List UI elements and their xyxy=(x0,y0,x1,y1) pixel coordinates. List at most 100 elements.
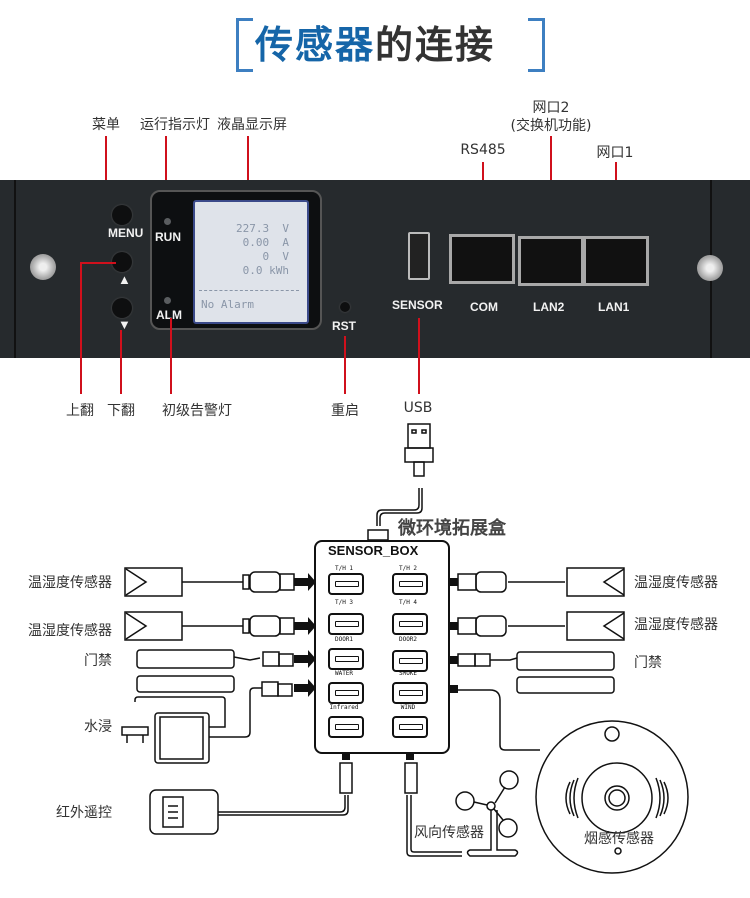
label-th-left-1: 温湿度传感器 xyxy=(28,575,112,591)
up-triangle-icon: ▲ xyxy=(118,272,131,287)
screw-right-icon xyxy=(697,255,723,281)
callout-line-alarm xyxy=(170,318,172,394)
title-bracket-right xyxy=(528,18,545,72)
port-label-th3: T/H 3 xyxy=(334,599,354,606)
alarm-led xyxy=(164,297,171,304)
callout-lan2-line1: 网口2 xyxy=(532,100,570,116)
label-wind: 风向传感器 xyxy=(414,825,484,841)
lcd-energy: 0.0 kWh xyxy=(242,264,289,277)
sensor-box-label: SENSOR_BOX xyxy=(328,543,419,558)
th-sensor-right-2 xyxy=(457,611,625,641)
lan1-silk-label: LAN1 xyxy=(598,300,630,314)
callout-lan1: 网口1 xyxy=(596,145,634,161)
lcd-power: 0 V xyxy=(262,250,290,263)
sensor-usb-port[interactable] xyxy=(408,232,430,280)
usb-cable xyxy=(376,488,420,526)
sensor-box-caption: 微环境拓展盒 xyxy=(398,518,506,539)
label-th-left-2: 温湿度传感器 xyxy=(28,623,112,639)
title-highlight: 传感器 xyxy=(254,23,375,67)
lcd-divider xyxy=(199,290,299,291)
lan1-port[interactable] xyxy=(583,236,649,286)
alm-silk-label: ALM xyxy=(156,308,182,322)
lan2-silk-label: LAN2 xyxy=(533,300,565,314)
callout-line-lcd xyxy=(247,136,249,202)
infrared-usb-plug xyxy=(339,762,353,794)
down-triangle-icon: ▼ xyxy=(118,317,131,332)
port-label-th1: T/H 1 xyxy=(334,565,354,572)
run-led xyxy=(164,218,171,225)
callout-lcd: 液晶显示屏 xyxy=(217,117,287,133)
callout-rs485: RS485 xyxy=(460,142,506,158)
port-door1[interactable] xyxy=(328,648,364,670)
callout-line-page-up xyxy=(80,262,82,394)
lan2-port[interactable] xyxy=(518,236,584,286)
port-label-door1: DOOR1 xyxy=(334,636,354,643)
rst-silk-label: RST xyxy=(332,319,356,333)
label-door-right: 门禁 xyxy=(634,655,662,671)
port-th4[interactable] xyxy=(392,613,428,635)
lcd-current: 0.00 A xyxy=(242,236,289,249)
th-sensor-right-1 xyxy=(457,567,625,597)
port-label-smoke: SMOKE xyxy=(398,670,418,677)
title-rest: 的连接 xyxy=(375,23,496,67)
lcd-screen: 227.3 V 0.00 A 0 V 0.0 kWh No Alarm xyxy=(193,200,309,324)
port-door2[interactable] xyxy=(392,650,428,672)
water-sensor xyxy=(121,681,293,764)
cable-strain-relief xyxy=(367,529,389,541)
lcd-status: No Alarm xyxy=(201,298,254,311)
wind-sensor xyxy=(404,762,519,857)
callout-line-usb xyxy=(418,318,420,394)
port-label-th2: T/H 2 xyxy=(398,565,418,572)
label-door-left: 门禁 xyxy=(84,653,112,669)
port-water[interactable] xyxy=(328,682,364,704)
callout-run-indicator: 运行指示灯 xyxy=(140,117,210,133)
menu-silk-label: MENU xyxy=(108,226,144,240)
page-up-button[interactable] xyxy=(112,252,132,272)
port-th3[interactable] xyxy=(328,613,364,635)
callout-lan2-line2: (交换机功能) xyxy=(510,118,592,134)
menu-button[interactable] xyxy=(112,205,132,225)
callout-line-page-down xyxy=(120,330,122,394)
callout-alarm-indicator: 初级告警灯 xyxy=(162,403,232,419)
th-sensor-left-2 xyxy=(124,611,295,641)
label-th-right-2: 温湿度传感器 xyxy=(634,617,718,633)
port-th2[interactable] xyxy=(392,573,428,595)
callout-line-menu xyxy=(105,136,107,216)
callout-line-run xyxy=(165,136,167,216)
title-bracket-left xyxy=(236,18,253,72)
page-down-button[interactable] xyxy=(112,298,132,318)
com-port[interactable] xyxy=(449,234,515,284)
port-wind[interactable] xyxy=(392,716,428,738)
com-silk-label: COM xyxy=(470,300,498,314)
page-title: 传感器的连接 xyxy=(0,14,750,69)
port-label-water: WATER xyxy=(334,670,354,677)
port-label-th4: T/H 4 xyxy=(398,599,418,606)
callout-page-down: 下翻 xyxy=(107,403,135,419)
callout-menu: 菜单 xyxy=(92,117,120,133)
port-smoke[interactable] xyxy=(392,682,428,704)
label-th-right-1: 温湿度传感器 xyxy=(634,575,718,591)
wind-usb-plug xyxy=(404,762,418,794)
label-water: 水浸 xyxy=(84,719,112,735)
reset-button[interactable] xyxy=(340,302,350,312)
door-sensor-left xyxy=(136,649,294,693)
callout-usb: USB xyxy=(403,400,433,416)
port-infrared[interactable] xyxy=(328,716,364,738)
label-infrared: 红外遥控 xyxy=(56,805,112,821)
callout-reset: 重启 xyxy=(331,403,359,419)
callout-line-page-up-h xyxy=(80,262,116,264)
screw-left-icon xyxy=(30,254,56,280)
usb-plug-icon xyxy=(407,423,431,449)
smoke-sensor xyxy=(458,689,689,874)
callout-page-up: 上翻 xyxy=(66,403,94,419)
door-sensor-right xyxy=(457,651,615,694)
port-label-infrared: Infrared xyxy=(329,704,359,711)
sensor-silk-label: SENSOR xyxy=(392,298,443,312)
lcd-voltage: 227.3 V xyxy=(236,222,289,235)
port-th1[interactable] xyxy=(328,573,364,595)
infrared-sensor xyxy=(149,762,353,835)
callout-line-reset xyxy=(344,336,346,394)
label-smoke: 烟感传感器 xyxy=(584,831,654,847)
run-silk-label: RUN xyxy=(155,230,181,244)
